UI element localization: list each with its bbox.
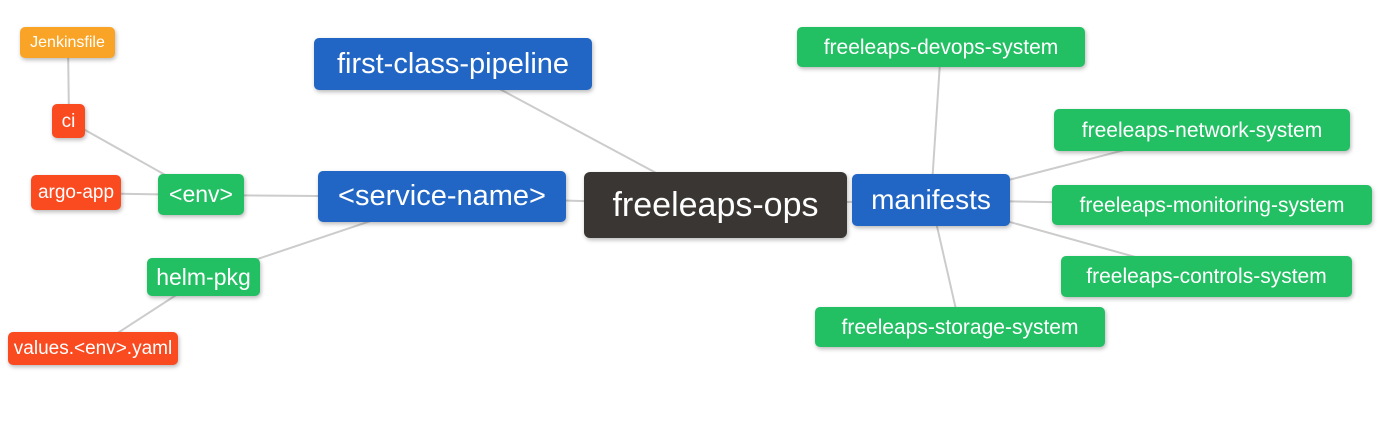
node-argo-app[interactable]: argo-app [31,175,121,210]
node-ci[interactable]: ci [52,104,85,138]
node-service-name[interactable]: <service-name> [318,171,566,222]
node-freeleaps-network-system[interactable]: freeleaps-network-system [1054,109,1350,151]
node-env[interactable]: <env> [158,174,244,215]
node-manifests[interactable]: manifests [852,174,1010,226]
node-freeleaps-storage-system[interactable]: freeleaps-storage-system [815,307,1105,347]
node-freeleaps-ops-root[interactable]: freeleaps-ops [584,172,847,238]
node-values-env-yaml[interactable]: values.<env>.yaml [8,332,178,365]
node-helm-pkg[interactable]: helm-pkg [147,258,260,296]
node-freeleaps-controls-system[interactable]: freeleaps-controls-system [1061,256,1352,297]
node-first-class-pipeline[interactable]: first-class-pipeline [314,38,592,90]
node-freeleaps-devops-system[interactable]: freeleaps-devops-system [797,27,1085,67]
node-jenkinsfile[interactable]: Jenkinsfile [20,27,115,58]
node-freeleaps-monitoring-system[interactable]: freeleaps-monitoring-system [1052,185,1372,225]
